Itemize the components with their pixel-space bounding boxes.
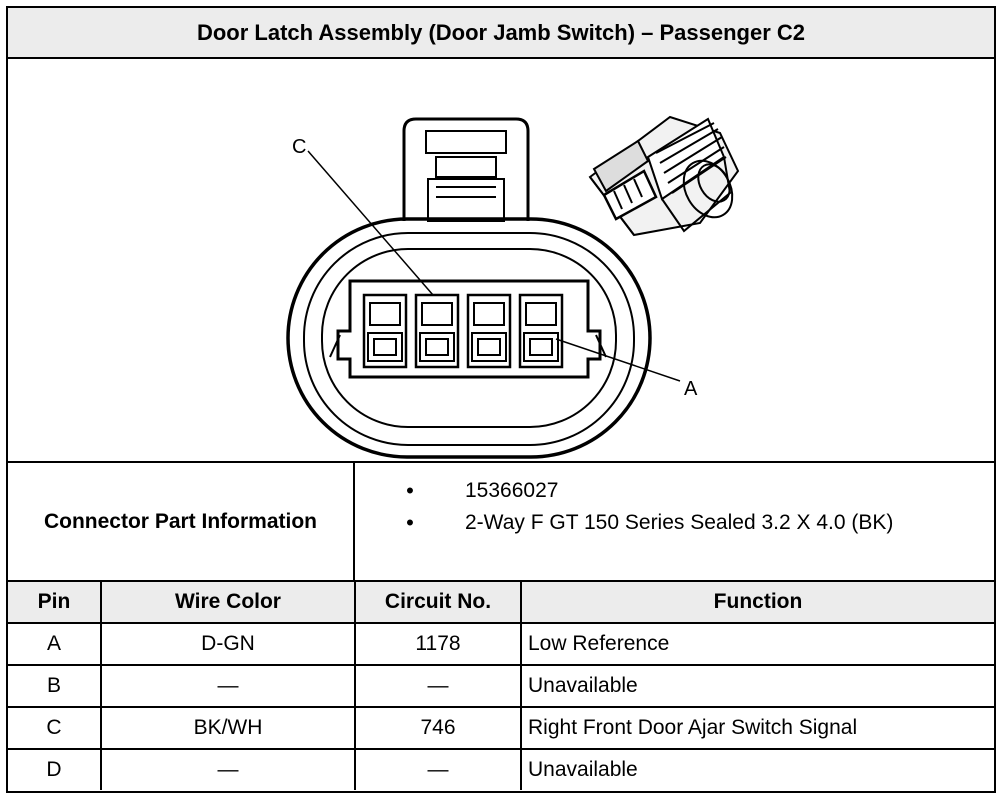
- cell-function: Right Front Door Ajar Switch Signal: [520, 706, 994, 750]
- connector-face-icon: C A: [286, 115, 740, 459]
- table-row: A D-GN 1178 Low Reference: [8, 622, 994, 666]
- table-row: D — — Unavailable: [8, 748, 994, 790]
- part-number: 15366027: [465, 479, 559, 502]
- header-function: Function: [520, 582, 994, 624]
- cell-pin: D: [8, 748, 102, 790]
- callout-c: C: [292, 136, 306, 158]
- list-item: • 2-Way F GT 150 Series Sealed 3.2 X 4.0…: [355, 507, 994, 539]
- table-row: B — — Unavailable: [8, 664, 994, 708]
- pin-table: Pin Wire Color Circuit No. Function A D-…: [8, 582, 994, 790]
- connector-figure: C A: [8, 59, 994, 463]
- connector-info-list: • 15366027 • 2-Way F GT 150 Series Seale…: [355, 475, 994, 539]
- cell-circuit: —: [354, 664, 522, 708]
- table-row: C BK/WH 746 Right Front Door Ajar Switch…: [8, 706, 994, 750]
- connector-sheet: Door Latch Assembly (Door Jamb Switch) –…: [6, 6, 996, 793]
- page-title: Door Latch Assembly (Door Jamb Switch) –…: [8, 8, 994, 59]
- cell-function: Low Reference: [520, 622, 994, 666]
- cell-pin: A: [8, 622, 102, 666]
- cell-pin: B: [8, 664, 102, 708]
- bullet-icon: •: [406, 510, 414, 535]
- list-item: • 15366027: [355, 475, 994, 507]
- connector-perspective-icon: [588, 115, 740, 237]
- cell-pin: C: [8, 706, 102, 750]
- bullet-icon: •: [406, 478, 414, 503]
- header-circuit: Circuit No.: [354, 582, 522, 624]
- header-wire-color: Wire Color: [100, 582, 356, 624]
- cell-circuit: 746: [354, 706, 522, 750]
- cell-circuit: —: [354, 748, 522, 790]
- cell-wire-color: BK/WH: [100, 706, 356, 750]
- cell-wire-color: D-GN: [100, 622, 356, 666]
- callout-a: A: [684, 378, 698, 400]
- header-pin: Pin: [8, 582, 102, 624]
- cell-wire-color: —: [100, 748, 356, 790]
- table-header-row: Pin Wire Color Circuit No. Function: [8, 582, 994, 624]
- connector-info-label: Connector Part Information: [8, 463, 355, 580]
- cell-wire-color: —: [100, 664, 356, 708]
- cell-circuit: 1178: [354, 622, 522, 666]
- cell-function: Unavailable: [520, 748, 994, 790]
- connector-info-row: Connector Part Information • 15366027 • …: [8, 463, 994, 582]
- connector-description: 2-Way F GT 150 Series Sealed 3.2 X 4.0 (…: [465, 511, 894, 534]
- cell-function: Unavailable: [520, 664, 994, 708]
